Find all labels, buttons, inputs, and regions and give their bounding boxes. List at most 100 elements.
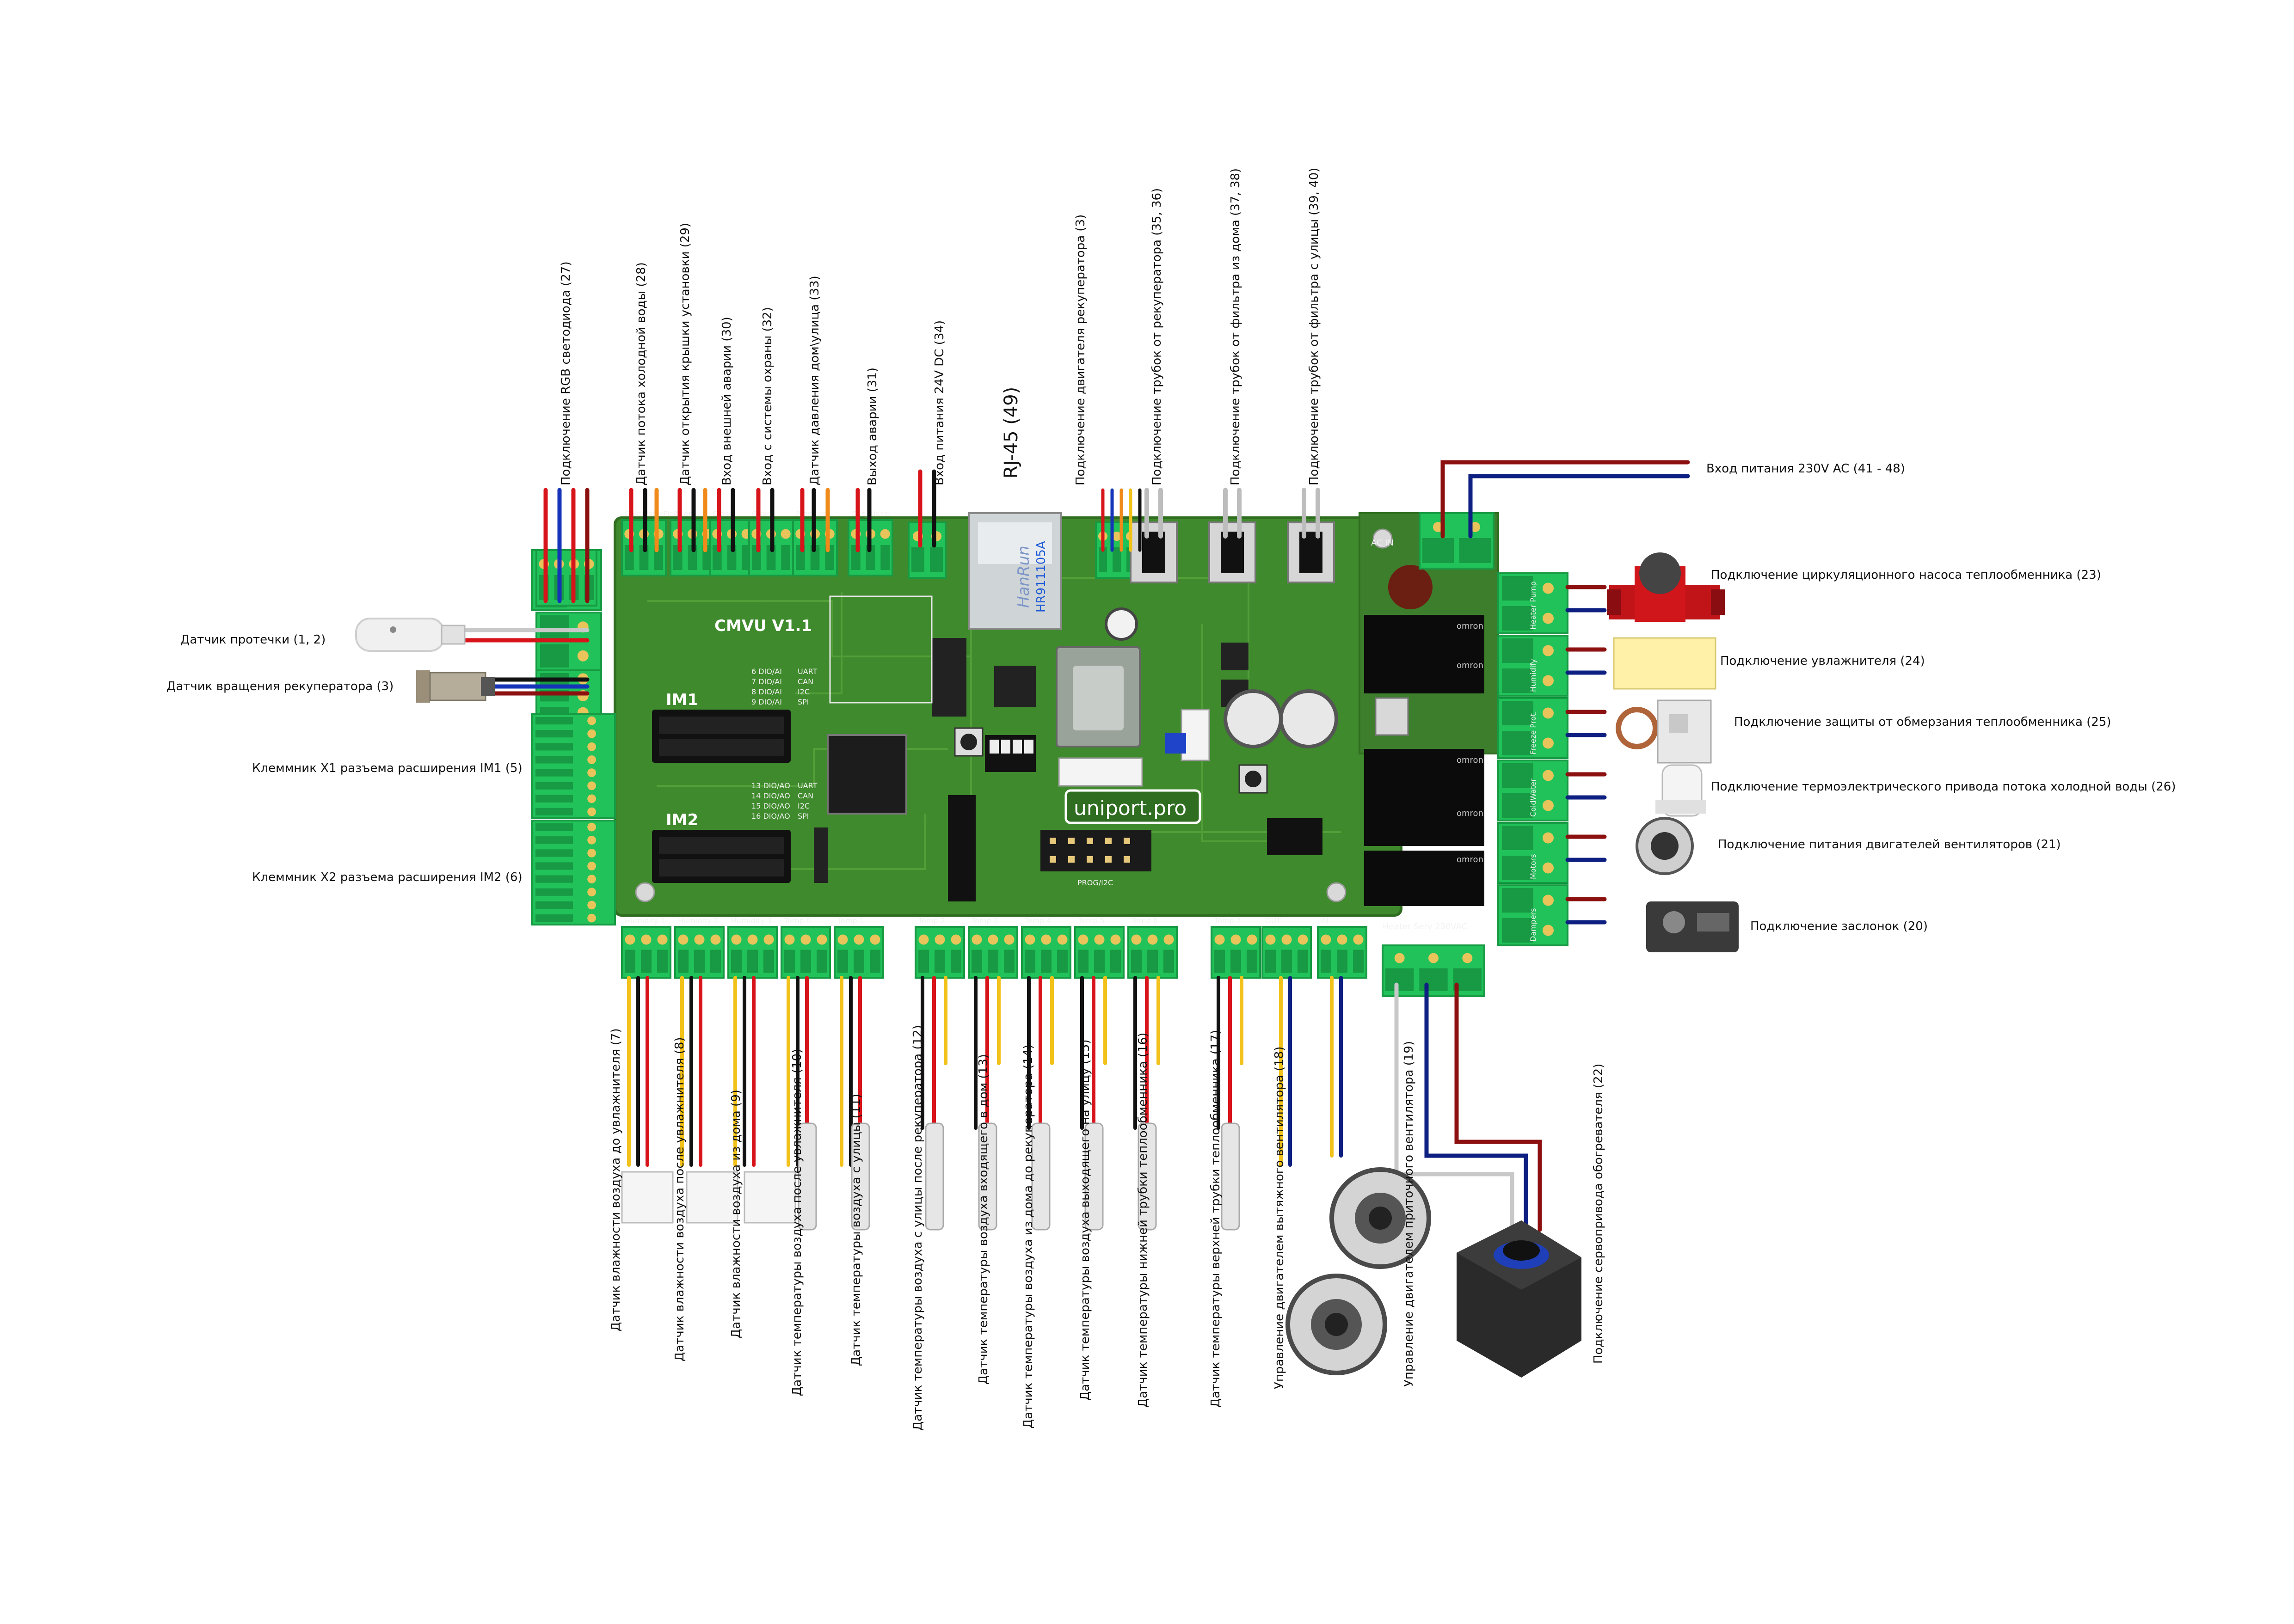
wire [1424,982,1528,1232]
terminal-slot [781,545,790,570]
terminal-screw [1057,934,1068,945]
fan-motor-icon [1636,817,1694,875]
terminal-label: ColdWater [1529,778,1538,817]
temperature-probe [978,1122,997,1231]
terminal-slot [657,950,668,973]
terminal-screw [1094,934,1105,945]
terminal-slot [1502,826,1533,850]
capacitor [1279,689,1338,748]
terminal-screw [1321,934,1331,945]
terminal-screw [587,875,596,883]
terminal-screw [854,934,864,945]
power-24v-terminal [908,521,947,579]
terminal-slot [1110,950,1121,973]
label-supply-fan: Управление двигателем приточного вентиля… [1402,1041,1416,1387]
svg-text:16 DIO/AO: 16 DIO/AO [751,812,790,821]
label-temp-17: Датчик температуры верхней трубки теплоо… [1209,1030,1223,1408]
label-pressure: Датчик давления дом\улица (33) [808,276,822,485]
terminal-slot [1502,918,1533,943]
terminal-screw [587,729,596,738]
svg-text:omron: omron [1457,621,1483,631]
terminal-slot [1004,950,1015,973]
svg-text:omron: omron [1457,809,1483,818]
wire [1454,982,1542,1232]
terminal-label: Temp 6 [1131,916,1158,925]
chip [1267,818,1322,855]
terminal-screw [710,934,721,945]
label-tubes-recuperator: Подключение трубок от рекуператора (35, … [1150,188,1164,485]
terminal-screw [1025,934,1035,945]
terminal-label: Dampers [1529,908,1538,942]
terminal-label: Humidity 2 [678,916,719,925]
jumper [1165,733,1186,754]
terminal-screw [1543,582,1554,594]
terminal-screw [1543,862,1554,874]
terminal-screw [800,934,811,945]
terminal-slot [930,547,943,572]
board-title: CMVU V1.1 [714,617,812,635]
terminal-slot [1025,950,1035,973]
label-rj45: RJ-45 (49) [1001,387,1022,478]
thermo-actuator [1655,764,1706,817]
terminal-slot [988,950,998,973]
terminal-label: Temp 4 [1024,916,1052,925]
terminal-screw [587,822,596,832]
right-terminal-3: Freeze Prot. [1497,697,1568,759]
terminal-slot [817,950,827,973]
mcu-chip [827,734,907,815]
im2-pin-legend: 13 DIO/AO 14 DIO/AO 15 DIO/AO 16 DIO/AO … [751,781,818,821]
chip [932,638,966,717]
terminal-label: ColdWaterFlow [625,509,680,518]
bottom-terminal-3: Humidity 3 [727,916,778,979]
terminal-slot [1502,856,1533,880]
terminal-screw [1337,934,1347,945]
terminal-slot [535,717,573,725]
terminal-screw [1543,770,1554,781]
label-heater-servo: Подключение сервопривода обогревателя (2… [1592,1064,1605,1364]
rj45-part: HR911105A [1034,541,1048,613]
terminal-slot [535,823,573,831]
terminal-slot [1298,950,1308,973]
boot-button[interactable] [1238,764,1268,794]
terminal-slot [1147,950,1158,973]
terminal-screw [587,781,596,791]
terminal-slot [1385,968,1414,991]
label-tubes-filter-home: Подключение трубок от фильтра из дома (3… [1229,168,1242,485]
freeze-thermostat [1616,699,1712,764]
terminal-slot [535,849,573,857]
label-temp-12: Датчик температуры воздуха с улицы после… [911,1025,925,1431]
rotation-sensor [416,670,495,703]
terminal-screw [1163,934,1174,945]
terminal-screw [972,934,982,945]
bottom-terminal-2: Humidity 2 [674,916,725,979]
terminal-screw [1247,934,1257,945]
rj45-maker: HanRun [1015,545,1033,608]
label-lid-open: Датчик открытия крышки установки (29) [678,223,692,485]
terminal-label: Temp 5 [1077,916,1105,925]
terminal-screw [587,716,596,725]
bottom-terminal-12: OUT [1261,916,1312,979]
svg-text:13 DIO/AO: 13 DIO/AO [751,781,790,790]
label-exhaust-fan: Управление двигателем вытяжного вентилят… [1273,1047,1286,1389]
terminal-screw [641,934,652,945]
terminal-screw [587,807,596,816]
label-guard: Вход с системы охраны (32) [761,307,775,485]
terminal-screw [1112,532,1121,541]
im2-label: IM2 [666,811,698,829]
svg-text:6 DIO/AI: 6 DIO/AI [751,667,782,676]
terminal-screw [625,934,635,945]
prog-header [1040,830,1151,871]
terminal-slot [1247,950,1257,973]
bottom-terminal-1: Humidity 1 [621,916,671,979]
terminal-label: Crash [713,509,734,518]
terminal-slot [1502,793,1533,818]
terminal-screw [837,934,848,945]
terminal-screw [1004,934,1015,945]
terminal-slot [1502,888,1533,913]
terminal-slot [535,743,573,751]
svg-text:7 DIO/AI: 7 DIO/AI [751,677,782,686]
bottom-terminal-5: Temp 1 [834,916,884,979]
label-fan-power: Подключение питания двигателей вентилято… [1718,838,2061,852]
terminal-screw [1428,953,1439,963]
